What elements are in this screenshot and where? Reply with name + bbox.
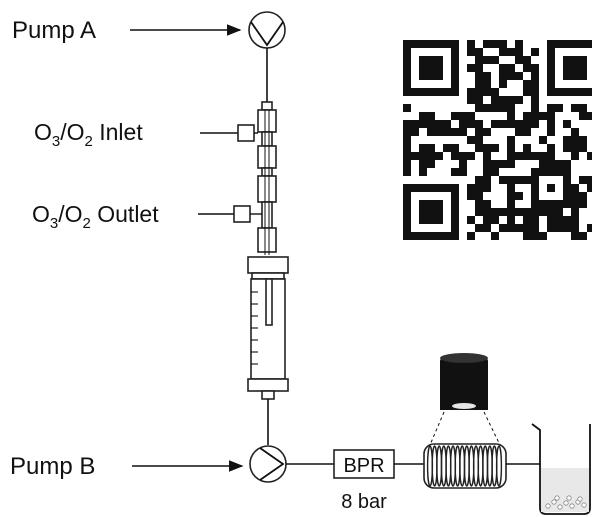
- pump-b-icon: [249, 445, 287, 483]
- pump-a-icon: [248, 11, 286, 49]
- bpr-box: [333, 449, 395, 479]
- uv-lamp-icon: [429, 353, 501, 446]
- outlet-label: O3/O2 Outlet: [32, 201, 159, 232]
- ozone-connector-stack: [257, 101, 277, 255]
- outlet-port-icon: [233, 205, 262, 223]
- coil-reactor-icon: [423, 443, 507, 489]
- inlet-label: O3/O2 Inlet: [34, 119, 143, 150]
- inlet-port-icon: [237, 124, 258, 142]
- pump-b-label: Pump B: [10, 453, 95, 480]
- qr-code: [399, 36, 592, 240]
- pump-a-label: Pump A: [12, 17, 96, 44]
- pressure-label: 8 bar: [341, 491, 387, 513]
- reactor-column: [247, 256, 289, 400]
- bpr-label: BPR: [343, 455, 384, 477]
- beaker-icon: [531, 423, 591, 515]
